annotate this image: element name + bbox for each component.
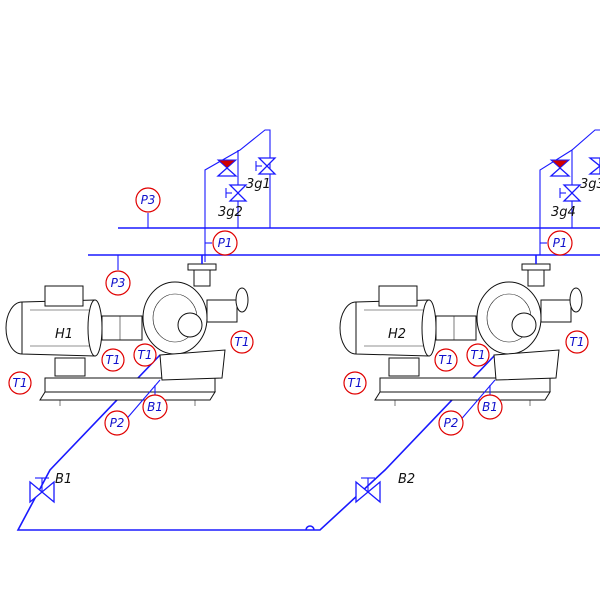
svg-text:B1: B1 xyxy=(482,400,498,414)
svg-text:P3: P3 xyxy=(141,193,156,207)
valve-3g2-upper[interactable] xyxy=(216,159,238,177)
valve-3g4-lower[interactable] xyxy=(559,184,582,202)
svg-text:T1: T1 xyxy=(471,348,486,362)
svg-text:P2: P2 xyxy=(444,416,459,430)
svg-text:P2: P2 xyxy=(110,416,125,430)
tag-p3-top[interactable]: P3 xyxy=(135,187,161,213)
svg-text:P3: P3 xyxy=(111,276,126,290)
suction-pipe-right xyxy=(305,354,496,531)
valve-b2[interactable] xyxy=(355,477,381,504)
valve-label-3g1: 3g1 xyxy=(246,177,271,192)
tag-t1-h[interactable]: T1 xyxy=(565,330,589,354)
valve-3g2-lower[interactable] xyxy=(225,184,248,202)
svg-text:T1: T1 xyxy=(570,335,585,349)
tag-p2-left[interactable]: P2 xyxy=(104,410,130,436)
suction-pipe-left xyxy=(16,354,310,531)
svg-text:T1: T1 xyxy=(348,376,363,390)
tag-t1-d[interactable]: T1 xyxy=(230,330,254,354)
svg-text:P1: P1 xyxy=(218,236,233,250)
valve-label-3g4: 3g4 xyxy=(551,205,576,220)
svg-text:T1: T1 xyxy=(138,348,153,362)
tag-b1-left[interactable]: B1 xyxy=(142,394,168,420)
svg-text:T1: T1 xyxy=(439,353,454,367)
valve-3g1[interactable] xyxy=(255,157,277,175)
motor-terminal-box-h1 xyxy=(44,285,84,307)
tag-t1-e[interactable]: T1 xyxy=(343,371,367,395)
pump-unit-h1 xyxy=(5,255,249,406)
tag-p1-left[interactable]: P1 xyxy=(212,230,238,256)
pump-label-h2: H2 xyxy=(388,327,406,342)
tag-leaders xyxy=(117,213,547,424)
tag-t1-g[interactable]: T1 xyxy=(466,343,490,367)
tag-t1-b[interactable]: T1 xyxy=(101,348,125,372)
tag-t1-a[interactable]: T1 xyxy=(8,371,32,395)
pump-unit-h2 xyxy=(339,255,583,406)
svg-text:T1: T1 xyxy=(106,353,121,367)
valve-label-3g3: 3g3 xyxy=(580,177,600,192)
tag-p2-right[interactable]: P2 xyxy=(438,410,464,436)
tag-p1-right[interactable]: P1 xyxy=(547,230,573,256)
tag-t1-c[interactable]: T1 xyxy=(133,343,157,367)
svg-text:P1: P1 xyxy=(553,236,568,250)
valve-label-b1: B1 xyxy=(55,472,72,487)
tag-p3-bottom[interactable]: P3 xyxy=(105,270,131,296)
pump-label-h1: H1 xyxy=(55,327,73,342)
valve-3g3[interactable] xyxy=(588,157,600,175)
svg-text:T1: T1 xyxy=(235,335,250,349)
valve-label-b2: B2 xyxy=(398,472,415,487)
valve-label-3g2: 3g2 xyxy=(218,205,243,220)
svg-text:T1: T1 xyxy=(13,376,28,390)
motor-terminal-box-h2 xyxy=(378,285,418,307)
valve-b1[interactable] xyxy=(29,477,55,504)
tag-b1-right[interactable]: B1 xyxy=(477,394,503,420)
svg-text:B1: B1 xyxy=(147,400,163,414)
tag-t1-f[interactable]: T1 xyxy=(434,348,458,372)
valve-3g4-upper[interactable] xyxy=(549,159,571,177)
